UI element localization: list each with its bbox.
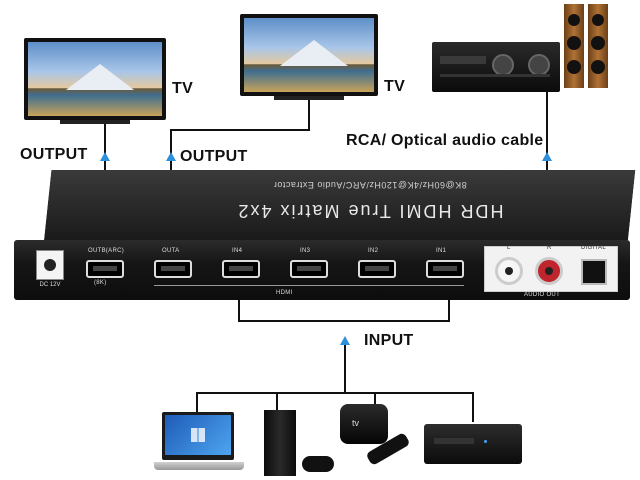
dc-label: DC 12V	[39, 282, 61, 288]
output-left-label: OUTPUT	[20, 146, 88, 163]
controller-icon	[302, 456, 334, 472]
tv-left	[24, 38, 166, 120]
arrow-up-icon	[166, 152, 176, 161]
tv-right-stand	[274, 96, 344, 100]
input-bracket-right	[448, 300, 450, 320]
arrow-up-icon	[100, 152, 110, 161]
line-tv-right-v2	[170, 129, 172, 172]
dc-jack	[36, 250, 64, 280]
input-drop-3	[374, 392, 376, 406]
line-audio	[546, 90, 548, 172]
tv-right-screen	[244, 18, 374, 92]
port-label: IN3	[300, 248, 311, 254]
hdmi-port-in3[interactable]	[290, 260, 328, 278]
input-label: INPUT	[364, 332, 414, 349]
hdmi-port-in1[interactable]	[426, 260, 464, 278]
line-tv-right-v1	[308, 100, 310, 130]
output-mid-label: OUTPUT	[180, 148, 248, 165]
input-bracket-left	[238, 300, 240, 320]
arrow-up-icon	[340, 336, 350, 345]
optical-port[interactable]	[581, 259, 607, 285]
hdmi-port-outb[interactable]	[86, 260, 124, 278]
speaker-icon	[564, 4, 584, 88]
input-drop-2	[276, 392, 278, 410]
port-label: OUTA	[162, 248, 180, 254]
tv-left-stand	[60, 120, 130, 124]
hdmi-port-in2[interactable]	[358, 260, 396, 278]
rca-left-port[interactable]	[495, 257, 523, 285]
hdmi-port-outa[interactable]	[154, 260, 192, 278]
port-label: OUTB(ARC)	[88, 248, 125, 254]
laptop-icon	[154, 412, 244, 478]
input-drop-4	[472, 392, 474, 422]
port-label: IN2	[368, 248, 379, 254]
hdmi-bracket	[154, 285, 464, 286]
port-label: IN1	[436, 248, 447, 254]
port-sublabel: (8K)	[94, 280, 107, 286]
rca-right-port[interactable]	[535, 257, 563, 285]
input-bus	[196, 392, 474, 394]
audio-out-panel: L R DIGITAL	[484, 245, 618, 292]
apple-tv-icon: tv	[340, 404, 388, 444]
hdmi-port-in4[interactable]	[222, 260, 260, 278]
tv-right-label: TV	[384, 78, 406, 95]
line-tv-right-h	[170, 129, 310, 131]
audio-r-label: R	[547, 245, 552, 251]
speaker-icon	[588, 4, 608, 88]
audio-out-label: AUDIO OUT	[524, 292, 561, 298]
device-front: DC 12V OUTB(ARC) (8K) OUTA IN4 IN3 IN2 I…	[14, 240, 630, 300]
port-label: IN4	[232, 248, 243, 254]
input-bracket-h	[238, 320, 450, 322]
input-trunk	[344, 342, 346, 392]
input-drop-1	[196, 392, 198, 412]
game-console-icon	[264, 410, 296, 476]
device-subtitle: 8K@60Hz/4K@120Hz/ARC/Audio Extractor	[273, 180, 467, 190]
line-tv-left	[104, 124, 106, 172]
audio-digital-label: DIGITAL	[581, 245, 606, 251]
tv-left-screen	[28, 42, 162, 116]
device-title: HDR HDMI True Matrix 4x2	[236, 201, 504, 221]
media-player-icon	[424, 424, 522, 464]
arrow-up-icon	[542, 152, 552, 161]
tv-left-label: TV	[172, 80, 194, 97]
tv-right	[240, 14, 378, 96]
hdmi-group-label: HDMI	[276, 290, 293, 296]
audio-l-label: L	[507, 245, 511, 251]
receiver-icon	[432, 42, 560, 92]
audio-cable-label: RCA/ Optical audio cable	[346, 132, 544, 149]
